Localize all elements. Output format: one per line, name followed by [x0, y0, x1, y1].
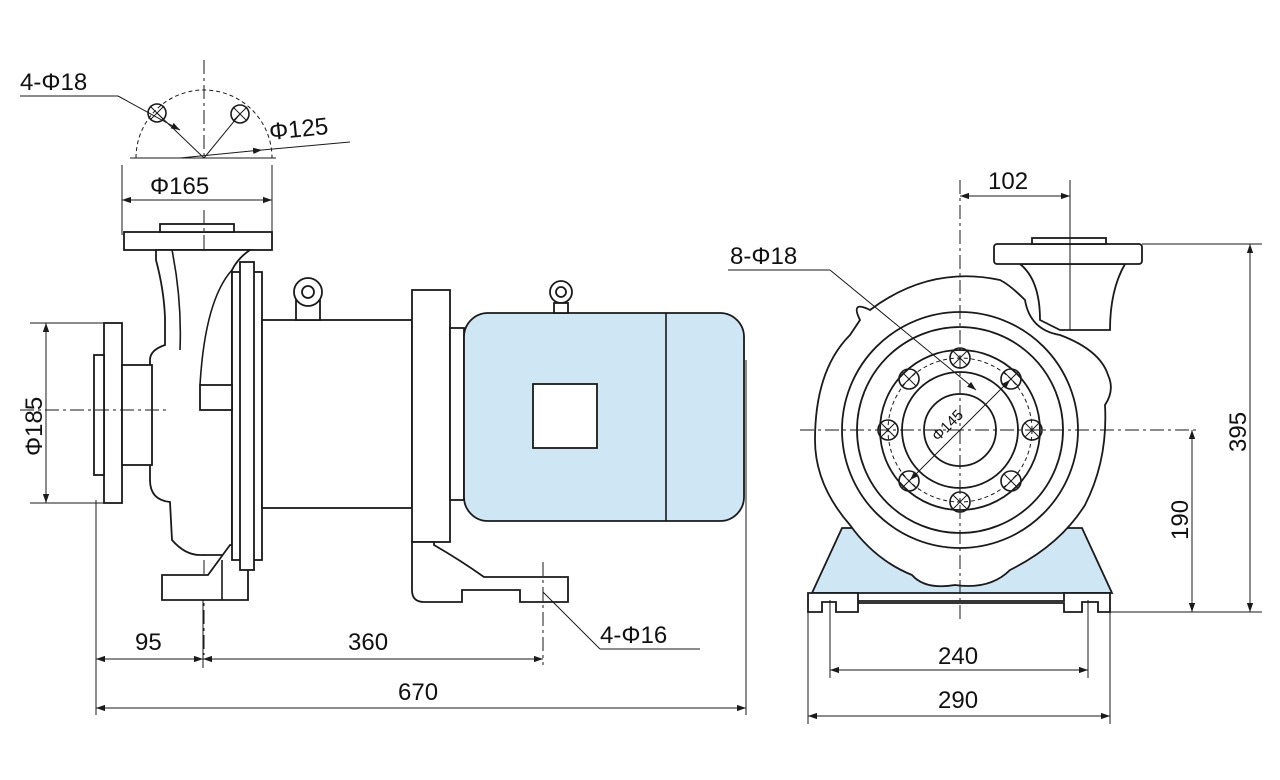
motor-adaptor-flange [411, 289, 451, 543]
magnet-housing [261, 319, 413, 509]
dim-outlet-offset: 102 [988, 168, 1028, 195]
terminal-box [532, 383, 598, 449]
front-base-plate [807, 592, 1111, 613]
front-outlet-pipe [1017, 263, 1127, 331]
base-bolts-label: 4-Φ16 [600, 622, 667, 649]
outlet-bolts-label: 4-Φ18 [20, 69, 87, 96]
outlet-bolt-pattern-detail [20, 60, 351, 160]
front-view: Φ145 8-Φ18 102 190 395 240 290 [728, 168, 1262, 724]
lifting-eye-motor [549, 280, 573, 314]
inlet-flange-label: Φ185 [21, 397, 48, 456]
outlet-flange-label: Φ165 [150, 173, 209, 200]
outlet-pcd-label: Φ125 [268, 113, 330, 146]
front-flange-bolt-holes [877, 347, 1043, 513]
dim-inlet-to-foot: 95 [135, 629, 162, 656]
front-outlet-flange [993, 243, 1143, 265]
lifting-eye-pump [293, 277, 323, 307]
motor-body [463, 312, 745, 522]
side-view: 4-Φ18 Φ125 Φ165 Φ185 [20, 60, 747, 715]
dim-shaft-height: 190 [1167, 500, 1194, 540]
outlet-flange [123, 231, 273, 251]
dim-overall-height: 395 [1225, 412, 1252, 452]
front-flange-bolts-label: 8-Φ18 [730, 243, 797, 270]
motor-support-foot [411, 541, 569, 603]
dim-overall-length: 670 [398, 679, 438, 706]
dim-foot-spacing: 360 [348, 629, 388, 656]
dim-bolt-spacing: 240 [938, 643, 978, 670]
dim-base-width: 290 [938, 687, 978, 714]
inlet-flange [103, 322, 123, 504]
